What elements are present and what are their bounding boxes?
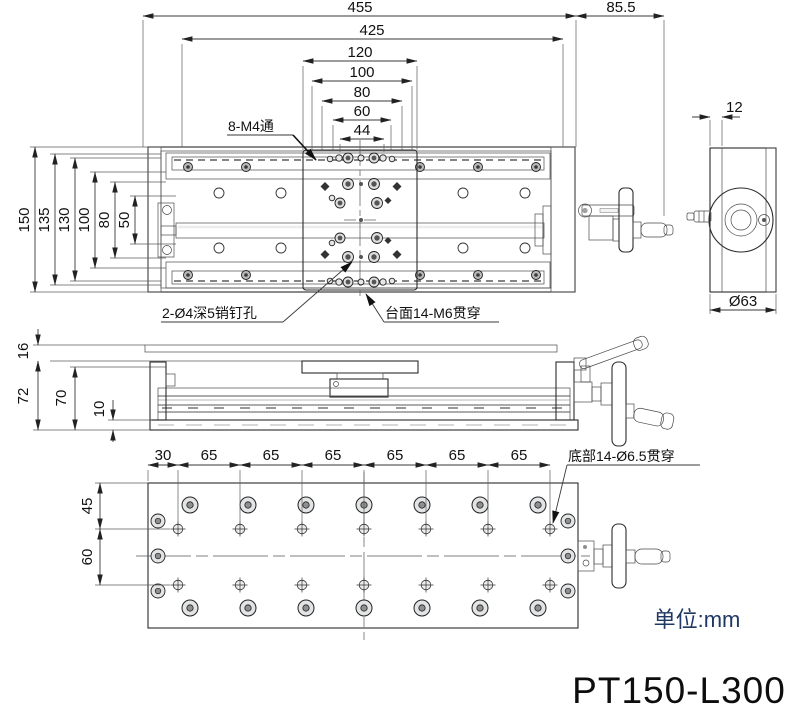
- dim-top-100: 100: [349, 64, 374, 81]
- right-end-block-side: [555, 361, 575, 421]
- label-bottom-holes: 底部14-Ø6.5贯穿: [568, 448, 675, 464]
- edge-holes: [150, 513, 576, 599]
- dim-top-120: 120: [347, 44, 372, 61]
- dim-left-100: 100: [76, 207, 93, 232]
- counterbore-holes: [181, 496, 547, 617]
- label-pin-holes: 2-Ø4深5销钉孔: [162, 305, 257, 321]
- dowel-pin-holes: [320, 182, 402, 259]
- handwheel-disc: [618, 187, 634, 253]
- dim-bottom-65-4: 65: [387, 447, 404, 464]
- handwheel-grip: [640, 222, 668, 238]
- dim-bottom-65-2: 65: [263, 447, 280, 464]
- base-plate-side: [149, 419, 579, 431]
- end-view-dim-63: Ø63: [709, 293, 777, 314]
- dim-left-150: 150: [16, 207, 33, 232]
- through-holes-6-5: [170, 521, 558, 593]
- bed-rails-side: [157, 387, 571, 421]
- dim-bottom-60: 60: [79, 549, 96, 566]
- bottom-view: 30 65 65 65 65 65 65 45 60 底部14-Ø6.5贯穿: [79, 447, 700, 640]
- dim-top-455: 455: [347, 0, 372, 16]
- handwheel-bottom: [577, 523, 671, 589]
- dim-top-44: 44: [354, 122, 371, 139]
- end-view: 12 Ø63: [686, 99, 777, 314]
- body-frame: [160, 150, 552, 289]
- top-view-v-dims: 150 135 130 100 80 50: [16, 146, 176, 293]
- dim-side-70: 70: [53, 390, 70, 407]
- lock-lever: [581, 204, 635, 217]
- lock-screw: [758, 214, 770, 226]
- end-view-dim-12: 12: [692, 99, 743, 146]
- dim-bottom-30: 30: [155, 447, 172, 464]
- clamp-lever: [579, 339, 643, 369]
- dim-left-130: 130: [56, 207, 73, 232]
- top-view: 455 85.5 425 120 100 80 60 44: [16, 0, 674, 323]
- model-number: PT150-L300: [572, 670, 786, 711]
- base-side-holes: [213, 187, 531, 254]
- table-top-plane: [144, 344, 558, 353]
- side-knob: [686, 210, 712, 223]
- handwheel-side: [573, 335, 675, 447]
- rail-screws: [183, 162, 541, 280]
- carriage-holes: [320, 152, 402, 288]
- top-view-h-dims: 455 85.5 425 120 100 80 60 44: [142, 0, 665, 216]
- dim-top-425: 425: [359, 22, 384, 39]
- dim-side-10: 10: [91, 401, 108, 418]
- bottom-view-dims: 30 65 65 65 65 65 65 45 60 底部14-Ø6.5贯穿: [79, 447, 700, 586]
- left-bearing-block: [157, 202, 175, 258]
- grip-side: [633, 407, 665, 427]
- dim-bottom-45: 45: [79, 498, 96, 515]
- handwheel-hub: [708, 187, 774, 253]
- label-table-holes: 台面14-M6贯穿: [385, 305, 481, 321]
- handwheel-disc-side: [611, 361, 627, 447]
- dim-top-60: 60: [354, 103, 371, 120]
- dim-left-80: 80: [96, 212, 113, 229]
- dim-top-85-5: 85.5: [606, 0, 635, 16]
- grip-bottom: [634, 548, 664, 565]
- dim-bottom-65-5: 65: [449, 447, 466, 464]
- dim-side-16: 16: [15, 343, 32, 360]
- top-view-labels: 8-M4通 2-Ø4深5销钉孔 台面14-M6贯穿: [161, 118, 499, 323]
- units-note: 单位:mm: [654, 607, 741, 632]
- right-end-plate: [550, 146, 576, 293]
- handwheel-disc-bottom: [611, 523, 627, 589]
- dim-bottom-65-6: 65: [511, 447, 528, 464]
- dim-bottom-65-3: 65: [325, 447, 342, 464]
- side-view: 16 72 70 10: [15, 329, 675, 447]
- dim-end-12: 12: [726, 99, 743, 116]
- dim-left-135: 135: [36, 207, 53, 232]
- dim-side-72: 72: [15, 388, 32, 405]
- dim-end-dia63: Ø63: [729, 293, 757, 310]
- dim-top-80: 80: [354, 84, 371, 101]
- dim-left-50: 50: [116, 212, 133, 229]
- label-8-m4: 8-M4通: [228, 118, 274, 134]
- bottom-rail: [165, 261, 551, 289]
- left-end-block-side: [149, 361, 167, 421]
- handwheel-top: [578, 187, 674, 253]
- side-view-dims: 16 72 70 10: [15, 329, 152, 442]
- table-plate-side: [301, 360, 419, 374]
- left-end-cap: [147, 146, 162, 293]
- dim-bottom-65-1: 65: [201, 447, 218, 464]
